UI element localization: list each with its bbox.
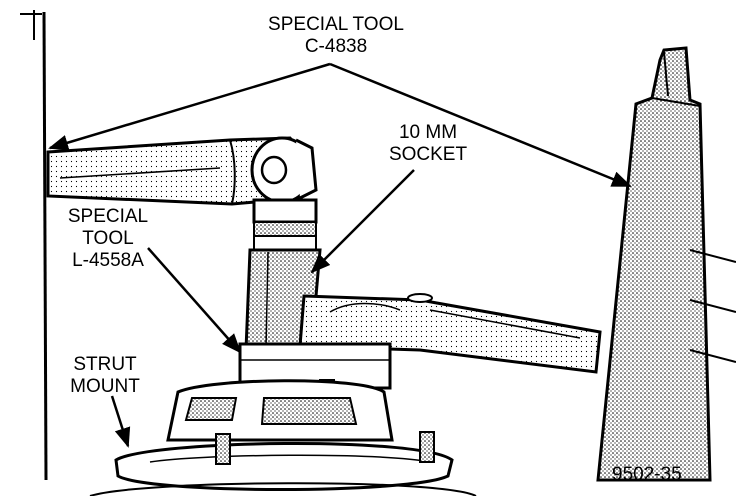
left-frame bbox=[20, 10, 48, 481]
label-line: MOUNT bbox=[70, 376, 140, 397]
strut-mount bbox=[89, 379, 477, 497]
label-line: SPECIAL TOOL bbox=[268, 14, 404, 35]
label-line: 10 MM bbox=[398, 122, 458, 143]
label-special-tool-l4558a: SPECIAL TOOL L-4558A bbox=[58, 206, 158, 272]
label-line: TOOL bbox=[82, 228, 134, 249]
leader-arrows bbox=[48, 62, 632, 448]
tool-c4838-pivot bbox=[250, 136, 318, 204]
strut-spring bbox=[596, 46, 736, 482]
figure-code: 9502-35 bbox=[612, 464, 682, 485]
label-10mm-socket: 10 MM SOCKET bbox=[378, 122, 478, 166]
label-line: C-4838 bbox=[304, 36, 368, 57]
label-special-tool-c4838: SPECIAL TOOL C-4838 bbox=[266, 14, 406, 58]
label-strut-mount: STRUT MOUNT bbox=[60, 354, 150, 398]
label-line: SPECIAL bbox=[67, 206, 149, 227]
label-line: L-4558A bbox=[72, 250, 144, 271]
label-line: SOCKET bbox=[388, 144, 468, 165]
socket-shaft bbox=[244, 198, 322, 352]
label-line: STRUT bbox=[73, 354, 137, 375]
